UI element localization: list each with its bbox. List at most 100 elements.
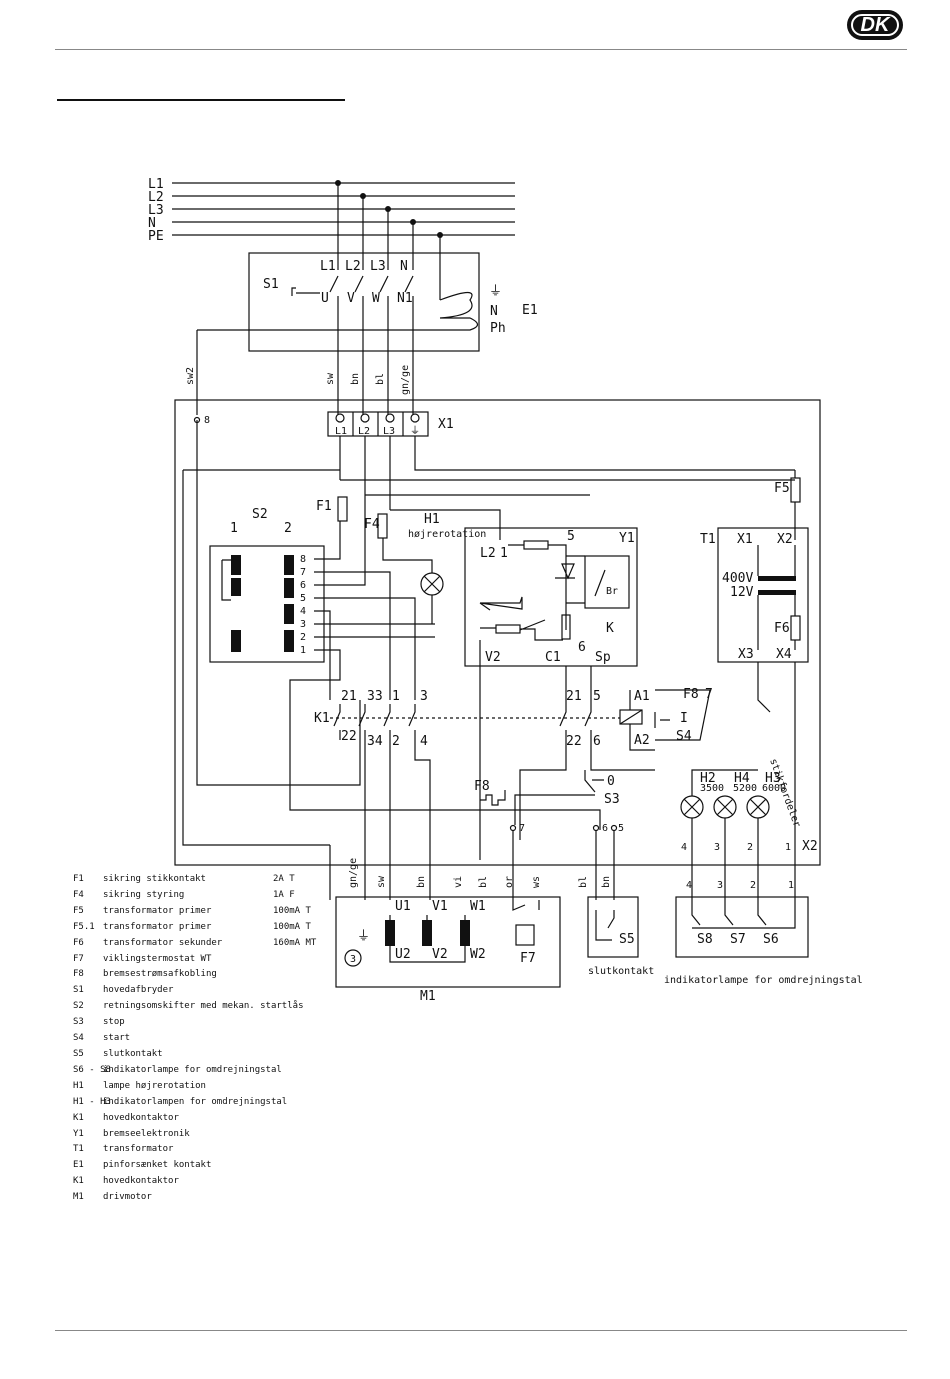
s3-symbol: 0 — [607, 774, 615, 789]
y1-brake-label: Br — [606, 586, 618, 597]
k1-top-1: 1 — [392, 689, 400, 704]
k1-bot-2: 2 — [392, 734, 400, 749]
legend-code: S4 — [73, 1033, 84, 1044]
legend-row: S1 hovedafbryder — [73, 983, 343, 999]
internal-wiring — [196, 420, 361, 786]
h1-label: H1 — [424, 512, 440, 527]
f8b-label: F8 — [474, 779, 490, 794]
legend-code: K1 — [73, 1112, 84, 1123]
legend-code: S1 — [73, 985, 84, 996]
bus-label-l3: L3 — [148, 203, 164, 218]
stikfordeler-line — [757, 662, 771, 713]
h2-rating: 3500 — [700, 783, 724, 794]
s8-label: S8 — [697, 932, 713, 947]
lamp-h1 — [382, 538, 444, 624]
h2-label: H2 — [700, 771, 716, 786]
bus-label-l2: L2 — [148, 190, 164, 205]
legend-text: stop — [103, 1017, 125, 1028]
h3-rating: 6000 — [762, 783, 786, 794]
legend-text: start — [103, 1033, 131, 1044]
y1-terminal-5: 5 — [567, 529, 575, 544]
legend-text: hovedafbryder — [103, 985, 174, 996]
s4-symbol: I — [680, 711, 688, 726]
h3-label: H3 — [765, 771, 781, 786]
s2-pin-4: 4 — [300, 606, 306, 617]
k1-bot-34: 34 — [367, 734, 383, 749]
stop-switch-s3: 0 S3 F8 — [474, 770, 620, 825]
legend-code: F6 — [73, 937, 84, 948]
k1b-bot-6: 6 — [593, 734, 601, 749]
legend-rating: 1A F — [273, 889, 295, 900]
s5-label: S5 — [619, 932, 635, 947]
transformer-t1: T1 X1 X2 X3 X4 400V 12V F6 — [700, 527, 809, 663]
k1-top-3: 3 — [420, 689, 428, 704]
legend-text: slutkontakt — [103, 1048, 163, 1059]
m1-earth-symbol: ⏚ — [357, 929, 370, 944]
wire-tag: bn — [416, 876, 427, 888]
k1b-bot-22: 22 — [566, 734, 582, 749]
x1-l3: L3 — [383, 426, 395, 437]
legend-row: F4 sikring styring 1A F — [73, 888, 343, 904]
bus-label-n: N — [148, 216, 156, 231]
legend-code: T1 — [73, 1144, 84, 1155]
y1-terminal-1: 1 — [500, 546, 508, 561]
e1-label: E1 — [522, 303, 538, 318]
legend-code: F4 — [73, 889, 84, 900]
direction-switch-s2: S2 1 2 8 7 6 5 4 3 2 1 — [209, 495, 601, 830]
wire-tag: bl — [578, 876, 589, 888]
legend-text: bremseelektronik — [103, 1128, 190, 1139]
f6-label: F6 — [774, 621, 790, 636]
s2-pin-8: 8 — [300, 554, 306, 565]
wire-tag: sw — [376, 875, 387, 888]
s1-out-u: U — [321, 291, 329, 306]
speed-switches-s6-s8: 4 3 2 1 S8 S7 S6 indikatorlampe for omdr… — [664, 880, 863, 986]
country-badge: DK — [847, 10, 903, 40]
terminal-8: 8 — [204, 415, 210, 426]
k1-label: K1 — [314, 711, 330, 726]
legend-text: transformator — [103, 1144, 174, 1155]
legend-text: lampe højrerotation — [103, 1080, 206, 1091]
internal-wiring — [339, 436, 795, 540]
y1-terminal-k: K — [606, 621, 614, 636]
e1-terminal-ph: Ph — [490, 321, 506, 336]
legend-row: T1 transformator — [73, 1142, 343, 1158]
y1-terminal-sp: Sp — [595, 650, 611, 665]
s2-pin-6: 6 — [300, 580, 306, 591]
k1b-top-21: 21 — [566, 689, 582, 704]
x1-pe-symbol: ⏚ — [410, 425, 420, 437]
legend-text: drivmotor — [103, 1192, 152, 1203]
legend-text: sikring styring — [103, 889, 185, 900]
control-enclosure — [174, 399, 821, 866]
legend-code: F1 — [73, 874, 84, 884]
bus-label-l1: L1 — [148, 177, 164, 192]
f1-label: F1 — [316, 499, 332, 514]
t1-x2: X2 — [777, 532, 793, 547]
wire-color-tags-top: sw2 sw bn bl gn/ge — [185, 365, 411, 395]
wire-tag: bn — [350, 373, 361, 385]
legend-text: retningsomskifter med mekan. startlås — [103, 1001, 304, 1012]
legend-code: F5 — [73, 905, 84, 916]
s2-pin-3: 3 — [300, 619, 306, 630]
h1-caption: højrerotation — [408, 529, 486, 540]
legend-rating: 160mA MT — [273, 937, 317, 948]
internal-wiring — [182, 469, 340, 846]
limit-switch-s5: S5 slutkontakt — [587, 896, 654, 977]
legend-text: pinforsænket kontakt — [103, 1160, 212, 1171]
y1-terminal-l2: L2 — [480, 546, 496, 561]
wire-tag: bl — [375, 373, 386, 385]
t1-x1: X1 — [737, 532, 753, 547]
s1-in-l1: L1 — [320, 259, 336, 274]
s1-out-n1: N1 — [397, 291, 413, 306]
m1-w2: W2 — [470, 947, 486, 962]
speed-indicator-lamps: H2 H4 H3 3500 5200 6000 4 3 2 1 X2 — [680, 662, 818, 900]
wire-tag: or — [504, 876, 515, 888]
